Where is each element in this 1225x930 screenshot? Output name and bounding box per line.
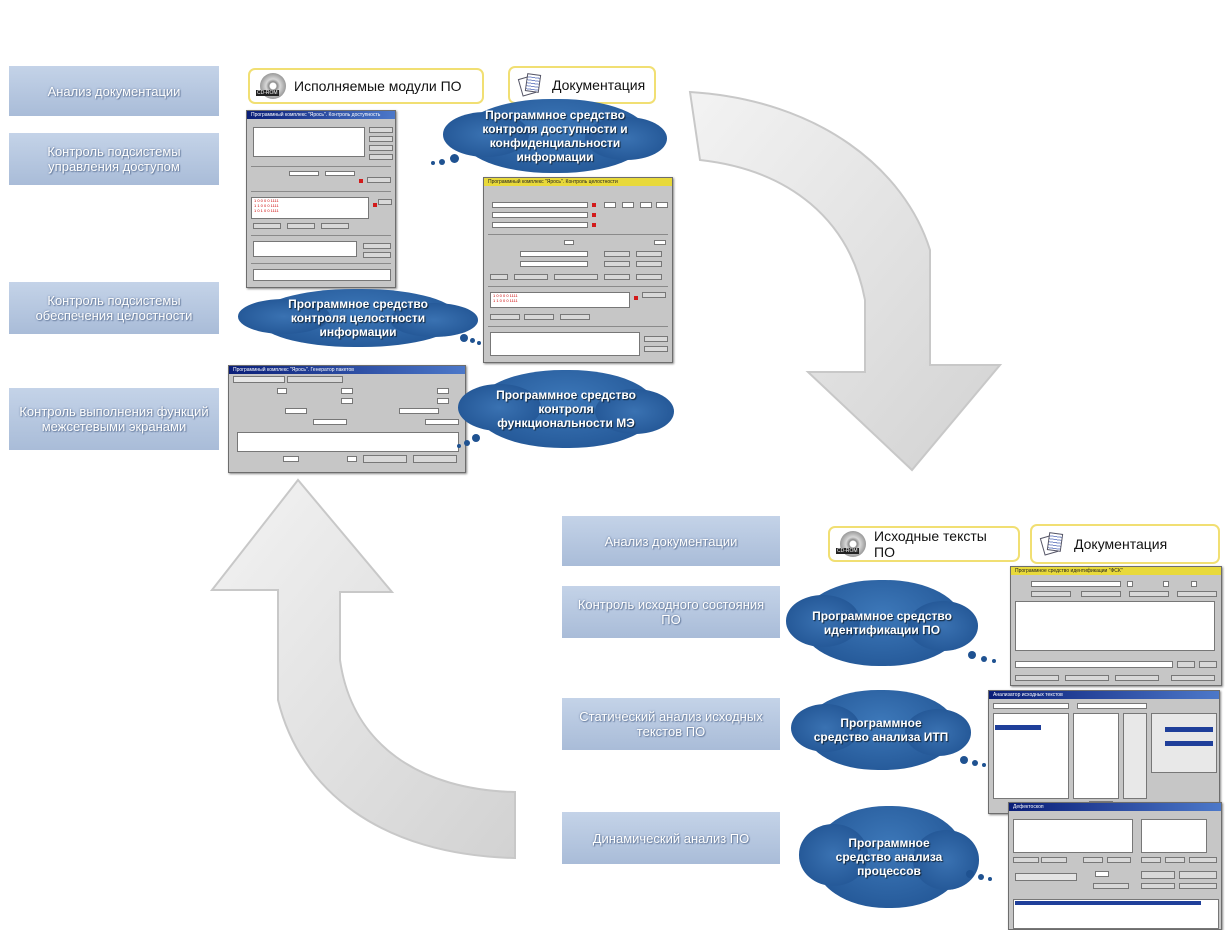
- cloud-identification-tool: Программное средство идентификации ПО: [786, 580, 978, 666]
- arrow-down: [688, 90, 1003, 472]
- documents-icon: [1039, 531, 1066, 557]
- documents-icon: [517, 72, 544, 98]
- label-integrity-control: Контроль подсистемы обеспечения целостно…: [9, 282, 219, 334]
- label-doc-analysis-src: Анализ документации: [562, 516, 780, 566]
- cloud-process-tool: Программное средство анализа процессов: [799, 806, 979, 908]
- arrow-up: [209, 478, 516, 860]
- label-doc-analysis: Анализ документации: [9, 66, 219, 116]
- window-packet-generator: Программный комплекс "Ярось". Генератор …: [228, 365, 466, 473]
- cd-icon: [256, 73, 286, 99]
- label-static-analysis: Статический анализ исходных текстов ПО: [562, 698, 780, 750]
- window-itp-analyzer: Анализатор исходных текстов: [988, 690, 1220, 814]
- label-initial-state: Контроль исходного состояния ПО: [562, 586, 780, 638]
- source-docs-right: Документация: [1030, 524, 1220, 564]
- cloud-itp-tool: Программное средство анализа ИТП: [791, 690, 971, 770]
- source-src-texts: Исходные тексты ПО: [828, 526, 1020, 562]
- window-defectoscope: Дефектоскоп: [1008, 802, 1222, 930]
- window-identification: Программное средство идентификации "ФСК": [1010, 566, 1222, 686]
- label-dynamic-analysis: Динамический анализ ПО: [562, 812, 780, 864]
- window-access-control: Программный комплекс "Ярось". Контроль д…: [246, 110, 396, 288]
- cloud-fw-tool: Программное средство контроля функционал…: [458, 370, 674, 448]
- cloud-integrity-tool: Программное средство контроля целостност…: [238, 289, 478, 347]
- label-access-control: Контроль подсистемы управления доступом: [9, 133, 219, 185]
- label-fw-control: Контроль выполнения функций межсетевыми …: [9, 388, 219, 450]
- window-integrity-control: Программный комплекс "Ярось". Контроль ц…: [483, 177, 673, 363]
- cloud-access-tool: Программное средство контроля доступност…: [443, 99, 667, 173]
- source-exec-modules: Исполняемые модули ПО: [248, 68, 484, 104]
- cd-icon: [836, 531, 866, 557]
